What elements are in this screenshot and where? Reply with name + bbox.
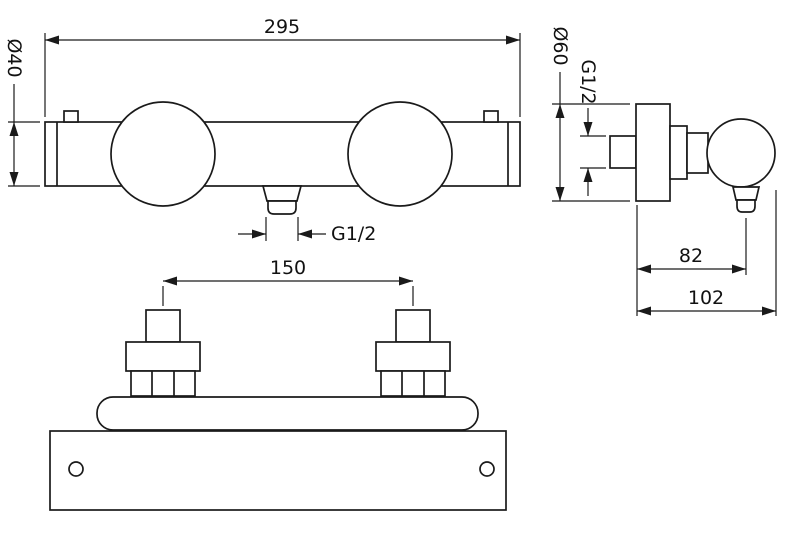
supply-connector-right: [375, 309, 451, 397]
wall-flange: [635, 103, 671, 202]
outlet-nipple: [267, 200, 297, 215]
connector-flange-right: [375, 341, 451, 372]
dim-body-diameter-label: Ø40: [3, 38, 25, 77]
connector-hex-nut-right: [380, 370, 446, 397]
dim-depth-82-label: 82: [679, 245, 703, 267]
outlet-nipple-side: [736, 199, 756, 213]
connector-flange-left: [125, 341, 201, 372]
plan-view: 150: [49, 257, 507, 511]
hex-union-nut: [669, 125, 688, 180]
temperature-knob: [110, 101, 216, 207]
valve-body-bar: [96, 396, 479, 431]
flow-knob: [347, 101, 453, 207]
connector-hex-nut-left: [130, 370, 196, 397]
mounting-plate: [49, 430, 507, 511]
screw-hole-left: [68, 461, 84, 477]
valve-body-circle: [706, 118, 776, 188]
screw-hole-right: [479, 461, 495, 477]
dim-inlet-thread-label: G1/2: [577, 59, 599, 104]
outlet-hub: [261, 185, 303, 202]
outlet-hub-side: [731, 186, 761, 201]
supply-connector-left: [125, 309, 201, 397]
front-view: 295 Ø40 G1/2: [3, 16, 521, 245]
side-view: Ø60 G1/2 82 102: [549, 26, 777, 316]
dim-flange-diameter-label: Ø60: [549, 26, 571, 65]
dim-width-label: 295: [264, 16, 300, 38]
wall-union-button-right: [483, 110, 499, 123]
dim-outlet-thread-label: G1/2: [331, 223, 376, 245]
connector-thread-left: [145, 309, 181, 343]
connector-thread-right: [395, 309, 431, 343]
union-adapter: [686, 132, 709, 174]
inlet-thread-stub: [609, 135, 637, 169]
wall-union-button-left: [63, 110, 79, 123]
dim-inlet-centres-label: 150: [270, 257, 306, 279]
dim-depth-102-label: 102: [688, 287, 724, 309]
